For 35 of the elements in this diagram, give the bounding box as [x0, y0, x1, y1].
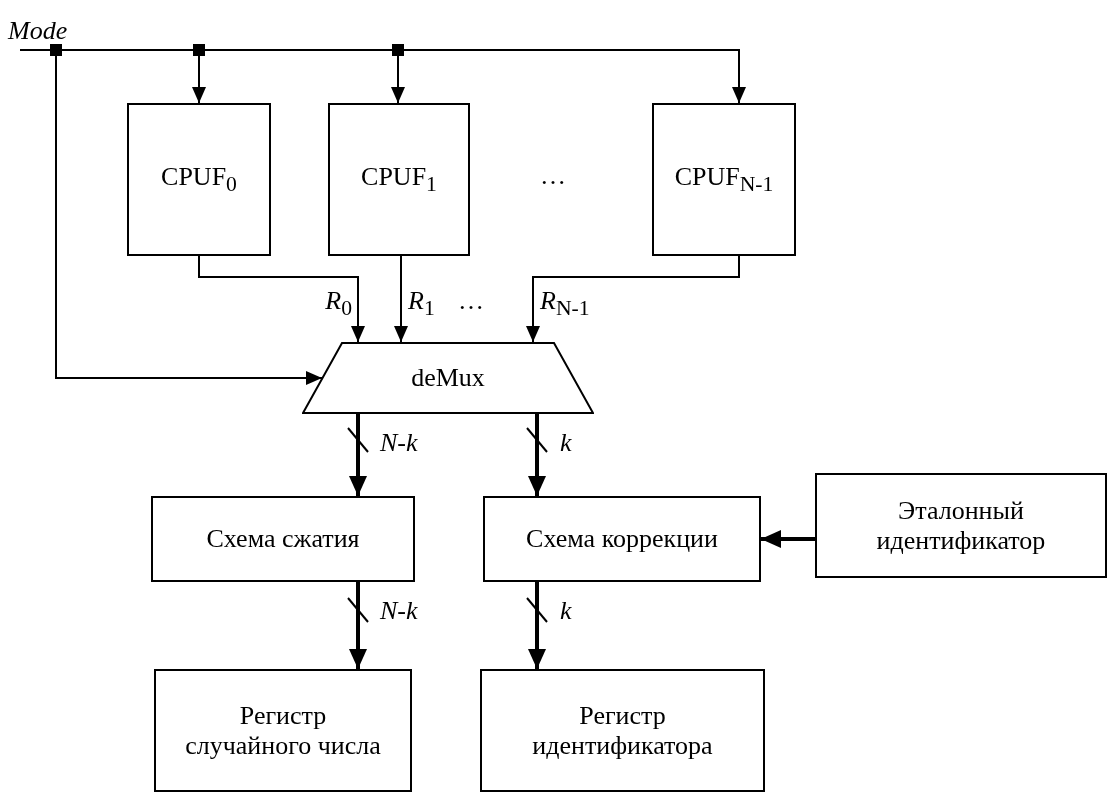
block-label: CPUF$_{1}$ [361, 161, 437, 198]
block-label: deMux [411, 363, 485, 393]
edge-label: R$_{1}$ [408, 288, 435, 320]
edge-label: R$_{N-1}$ [540, 288, 590, 320]
block-box [127, 103, 271, 256]
block-label: Эталонный идентификатор [875, 495, 1047, 556]
block-label: CPUF$_{0}$ [161, 161, 237, 198]
edge-label: R$_{0}$ [325, 288, 352, 320]
block-label: CPUF$_{N-1}$ [674, 161, 774, 198]
block-box [480, 669, 765, 792]
block-box [652, 103, 796, 256]
ellipsis-label: … [540, 163, 566, 189]
bus-arrow [761, 530, 815, 548]
bus-arrow [349, 414, 367, 496]
block-box [151, 496, 415, 582]
ellipsis-label: … [458, 288, 484, 314]
block-box [483, 496, 761, 582]
block-box [154, 669, 412, 792]
signal-arrow [198, 255, 365, 343]
block-label: Регистр идентификатора [531, 700, 714, 761]
block-box [815, 473, 1107, 578]
signal-arrow [394, 255, 408, 343]
bus-arrow [528, 414, 546, 496]
block-label: Схема сжатия [206, 524, 360, 554]
edge-label: k [560, 598, 572, 624]
edge-label: N-k [380, 598, 418, 624]
edge-label: N-k [380, 430, 418, 456]
block-label: Регистр случайного числа [184, 700, 382, 761]
block-label: Схема коррекции [526, 524, 718, 554]
bus-arrow [349, 582, 367, 669]
bus-arrow [528, 582, 546, 669]
signal-label: Mode [8, 16, 68, 46]
signal-arrow [526, 255, 740, 343]
edge-label: k [560, 430, 572, 456]
block-box [328, 103, 470, 256]
